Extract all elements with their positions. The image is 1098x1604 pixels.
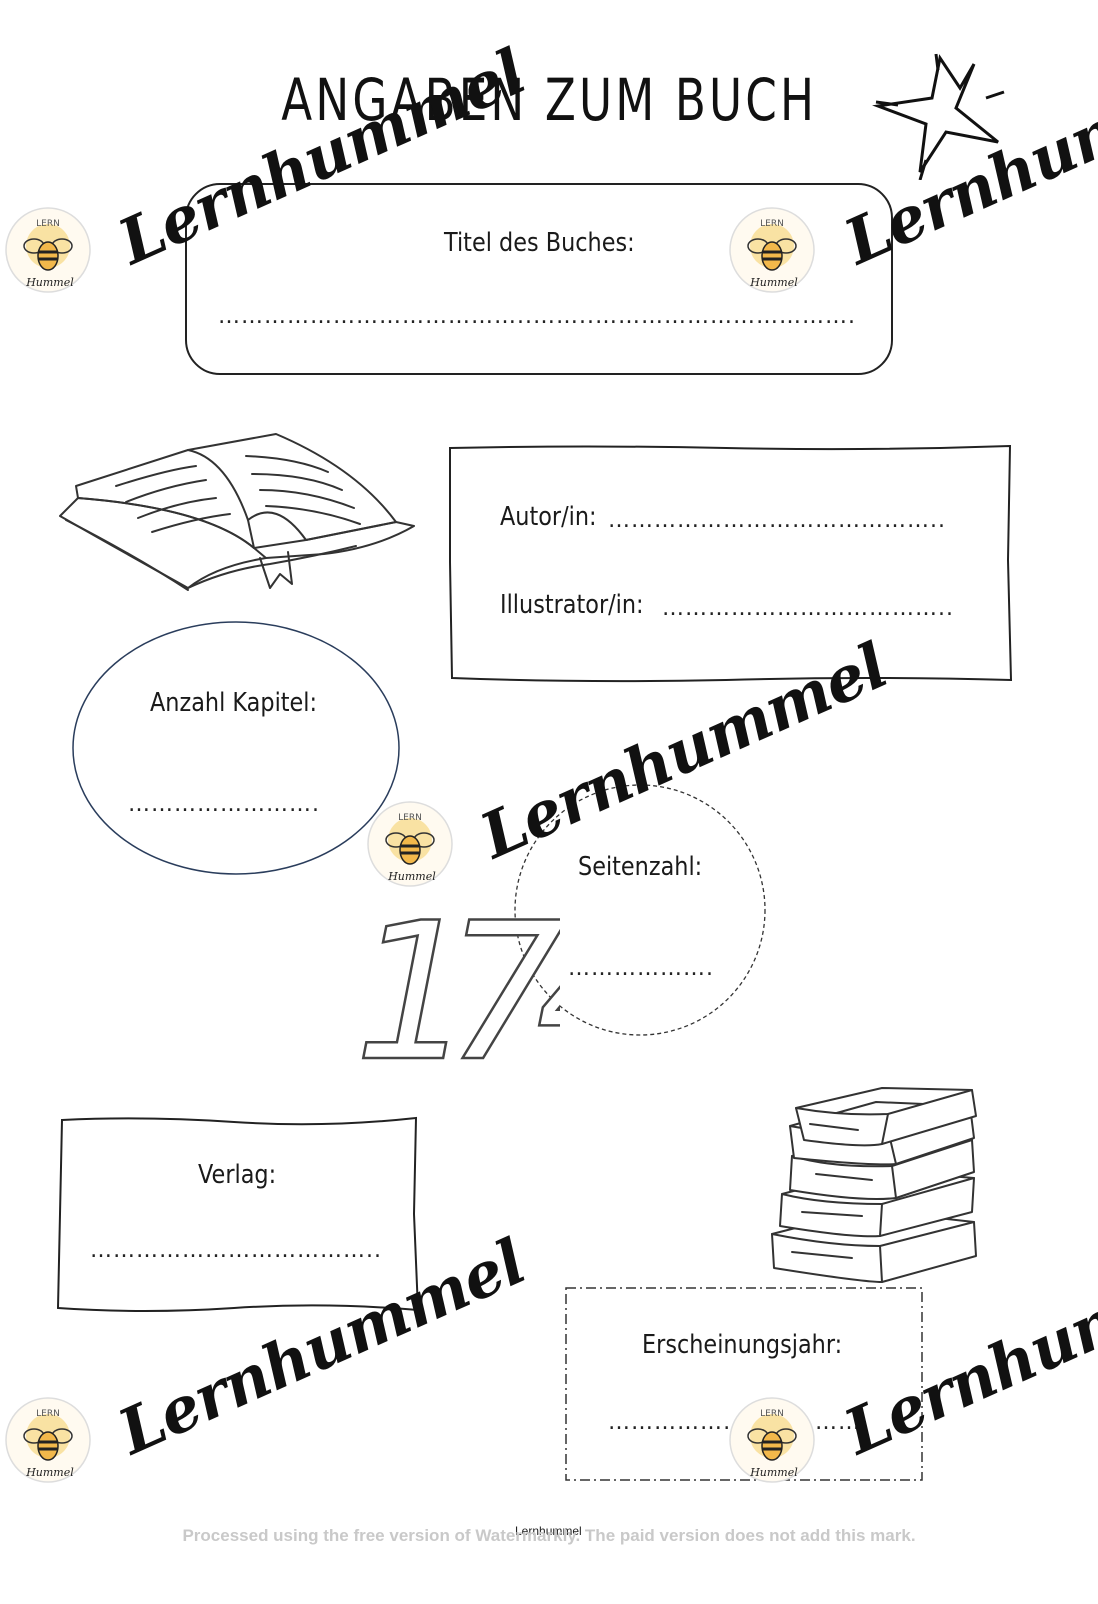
open-book-icon — [59, 433, 415, 591]
kapitel-label: Anzahl Kapitel: — [150, 688, 318, 718]
logo-bottom-text: Hummel — [25, 276, 74, 289]
logo-top-text: LERN — [36, 219, 60, 229]
titel-label: Titel des Buches: — [444, 228, 635, 258]
logo-top-text: LERN — [760, 219, 784, 229]
kapitel-input-line[interactable]: ……………………. — [128, 792, 320, 817]
pages-field-frame — [514, 784, 766, 1036]
illustrator-input-line[interactable]: ……………………………….. — [662, 596, 954, 621]
titel-input-line[interactable]: …………………………………..……..…………………………….. — [218, 304, 858, 329]
watermark-notice: Processed using the free version of Wate… — [182, 1526, 916, 1545]
title-field-frame — [185, 183, 893, 375]
jahr-label: Erscheinungsjahr: — [642, 1330, 843, 1360]
publisher-field-frame — [56, 1116, 420, 1312]
illustrator-label: Illustrator/in: — [500, 590, 644, 620]
bee-logo-icon: LERN Hummel — [5, 1397, 91, 1483]
page-title: ANGABEN ZUM BUCH — [281, 66, 818, 134]
logo-top-text: LERN — [36, 1409, 60, 1419]
footer-brand: Lernhummel — [515, 1524, 582, 1538]
seiten-label: Seitenzahl: — [578, 852, 703, 882]
bee-logo-icon: LERN Hummel — [729, 207, 815, 293]
big-number-text: 174 — [354, 882, 560, 1080]
chapters-field-frame — [72, 621, 400, 875]
logo-bottom-text: Hummel — [25, 1466, 74, 1479]
book-stack-icon — [771, 1087, 977, 1283]
verlag-input-line[interactable]: ……………………………….. — [90, 1238, 382, 1263]
logo-bottom-text: Hummel — [749, 276, 798, 289]
logo-bottom-text: Hummel — [387, 870, 436, 883]
bee-logo-icon: LERN Hummel — [5, 207, 91, 293]
bee-logo-icon: LERN Hummel — [729, 1397, 815, 1483]
verlag-label: Verlag: — [198, 1160, 277, 1190]
bee-logo-icon: LERN Hummel — [367, 801, 453, 887]
seiten-input-line[interactable]: ………………. — [568, 956, 714, 981]
autor-label: Autor/in: — [500, 502, 597, 532]
year-field-frame — [565, 1287, 923, 1481]
logo-bottom-text: Hummel — [749, 1466, 798, 1479]
logo-top-text: LERN — [398, 813, 422, 823]
autor-input-line[interactable]: …………………………………….. — [608, 508, 946, 533]
star-icon — [872, 53, 1005, 180]
logo-top-text: LERN — [760, 1409, 784, 1419]
big-number: 174 — [353, 881, 560, 1080]
author-field-frame — [449, 444, 1013, 683]
